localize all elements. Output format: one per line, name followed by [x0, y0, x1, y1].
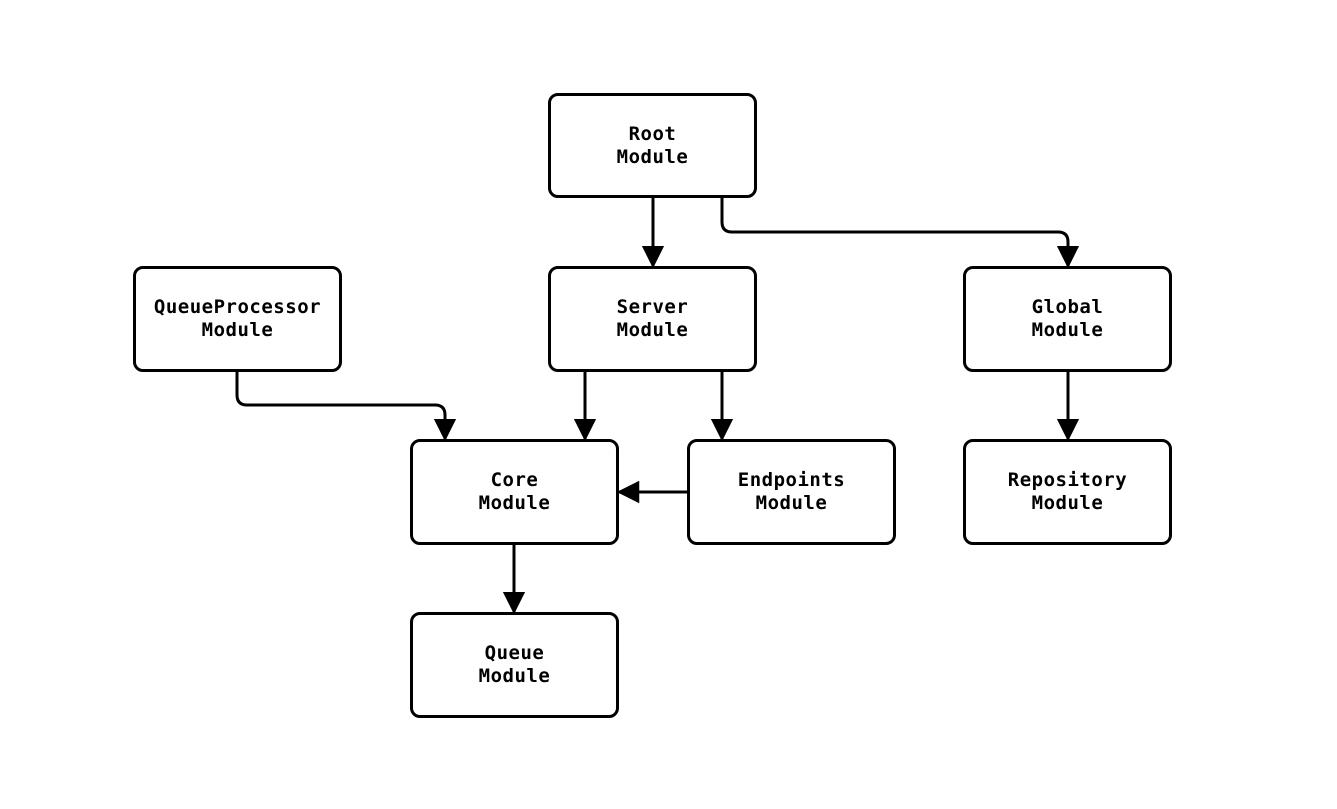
node-global-module: Global Module: [963, 266, 1172, 372]
edges-group: [235, 198, 1080, 615]
node-queueprocessor-module: QueueProcessor Module: [133, 266, 342, 372]
edge-queueprocessor-to-core: [235, 372, 457, 442]
edge-root-to-global: [720, 198, 1080, 269]
node-core-module: Core Module: [410, 439, 619, 545]
node-server-module: Server Module: [548, 266, 757, 372]
node-root-module: Root Module: [548, 93, 757, 198]
node-queue-module: Queue Module: [410, 612, 619, 718]
node-endpoints-module: Endpoints Module: [687, 439, 896, 545]
node-repository-module: Repository Module: [963, 439, 1172, 545]
